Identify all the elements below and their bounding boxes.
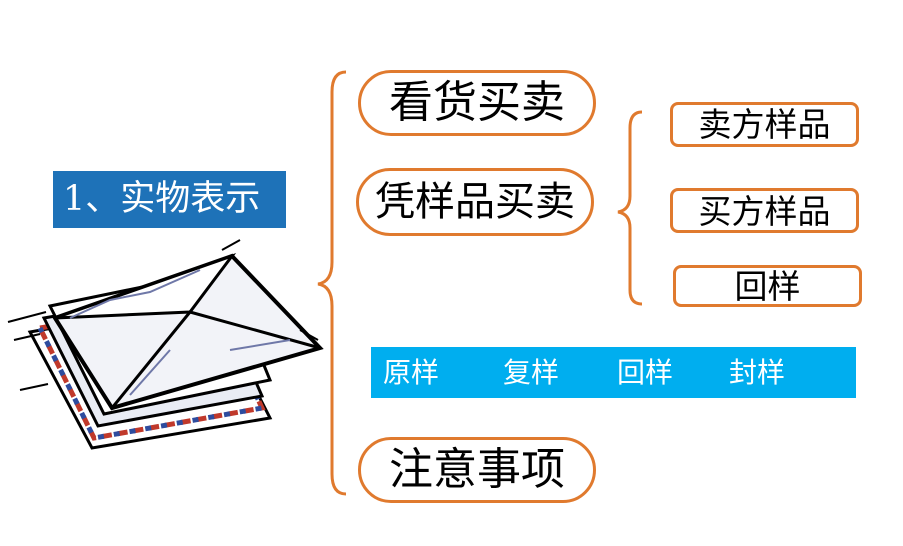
- branch-notes: 注意事项: [358, 437, 596, 503]
- term-return: 回样: [617, 347, 673, 398]
- term-sealed: 封样: [729, 347, 785, 398]
- sample-type-buyer: 买方样品: [670, 188, 859, 233]
- main-brace: [318, 72, 346, 494]
- branch-by-sample: 凭样品买卖: [356, 168, 594, 236]
- sample-type-seller: 卖方样品: [670, 102, 859, 147]
- sample-brace: [618, 112, 642, 304]
- sample-type-return: 回样: [673, 265, 862, 307]
- envelope-stack-icon: [8, 240, 320, 448]
- term-duplicate: 复样: [503, 347, 559, 398]
- term-original: 原样: [383, 347, 439, 398]
- sample-terms-bar: 原样 复样 回样 封样: [371, 347, 856, 398]
- branch-see-goods: 看货买卖: [358, 70, 596, 136]
